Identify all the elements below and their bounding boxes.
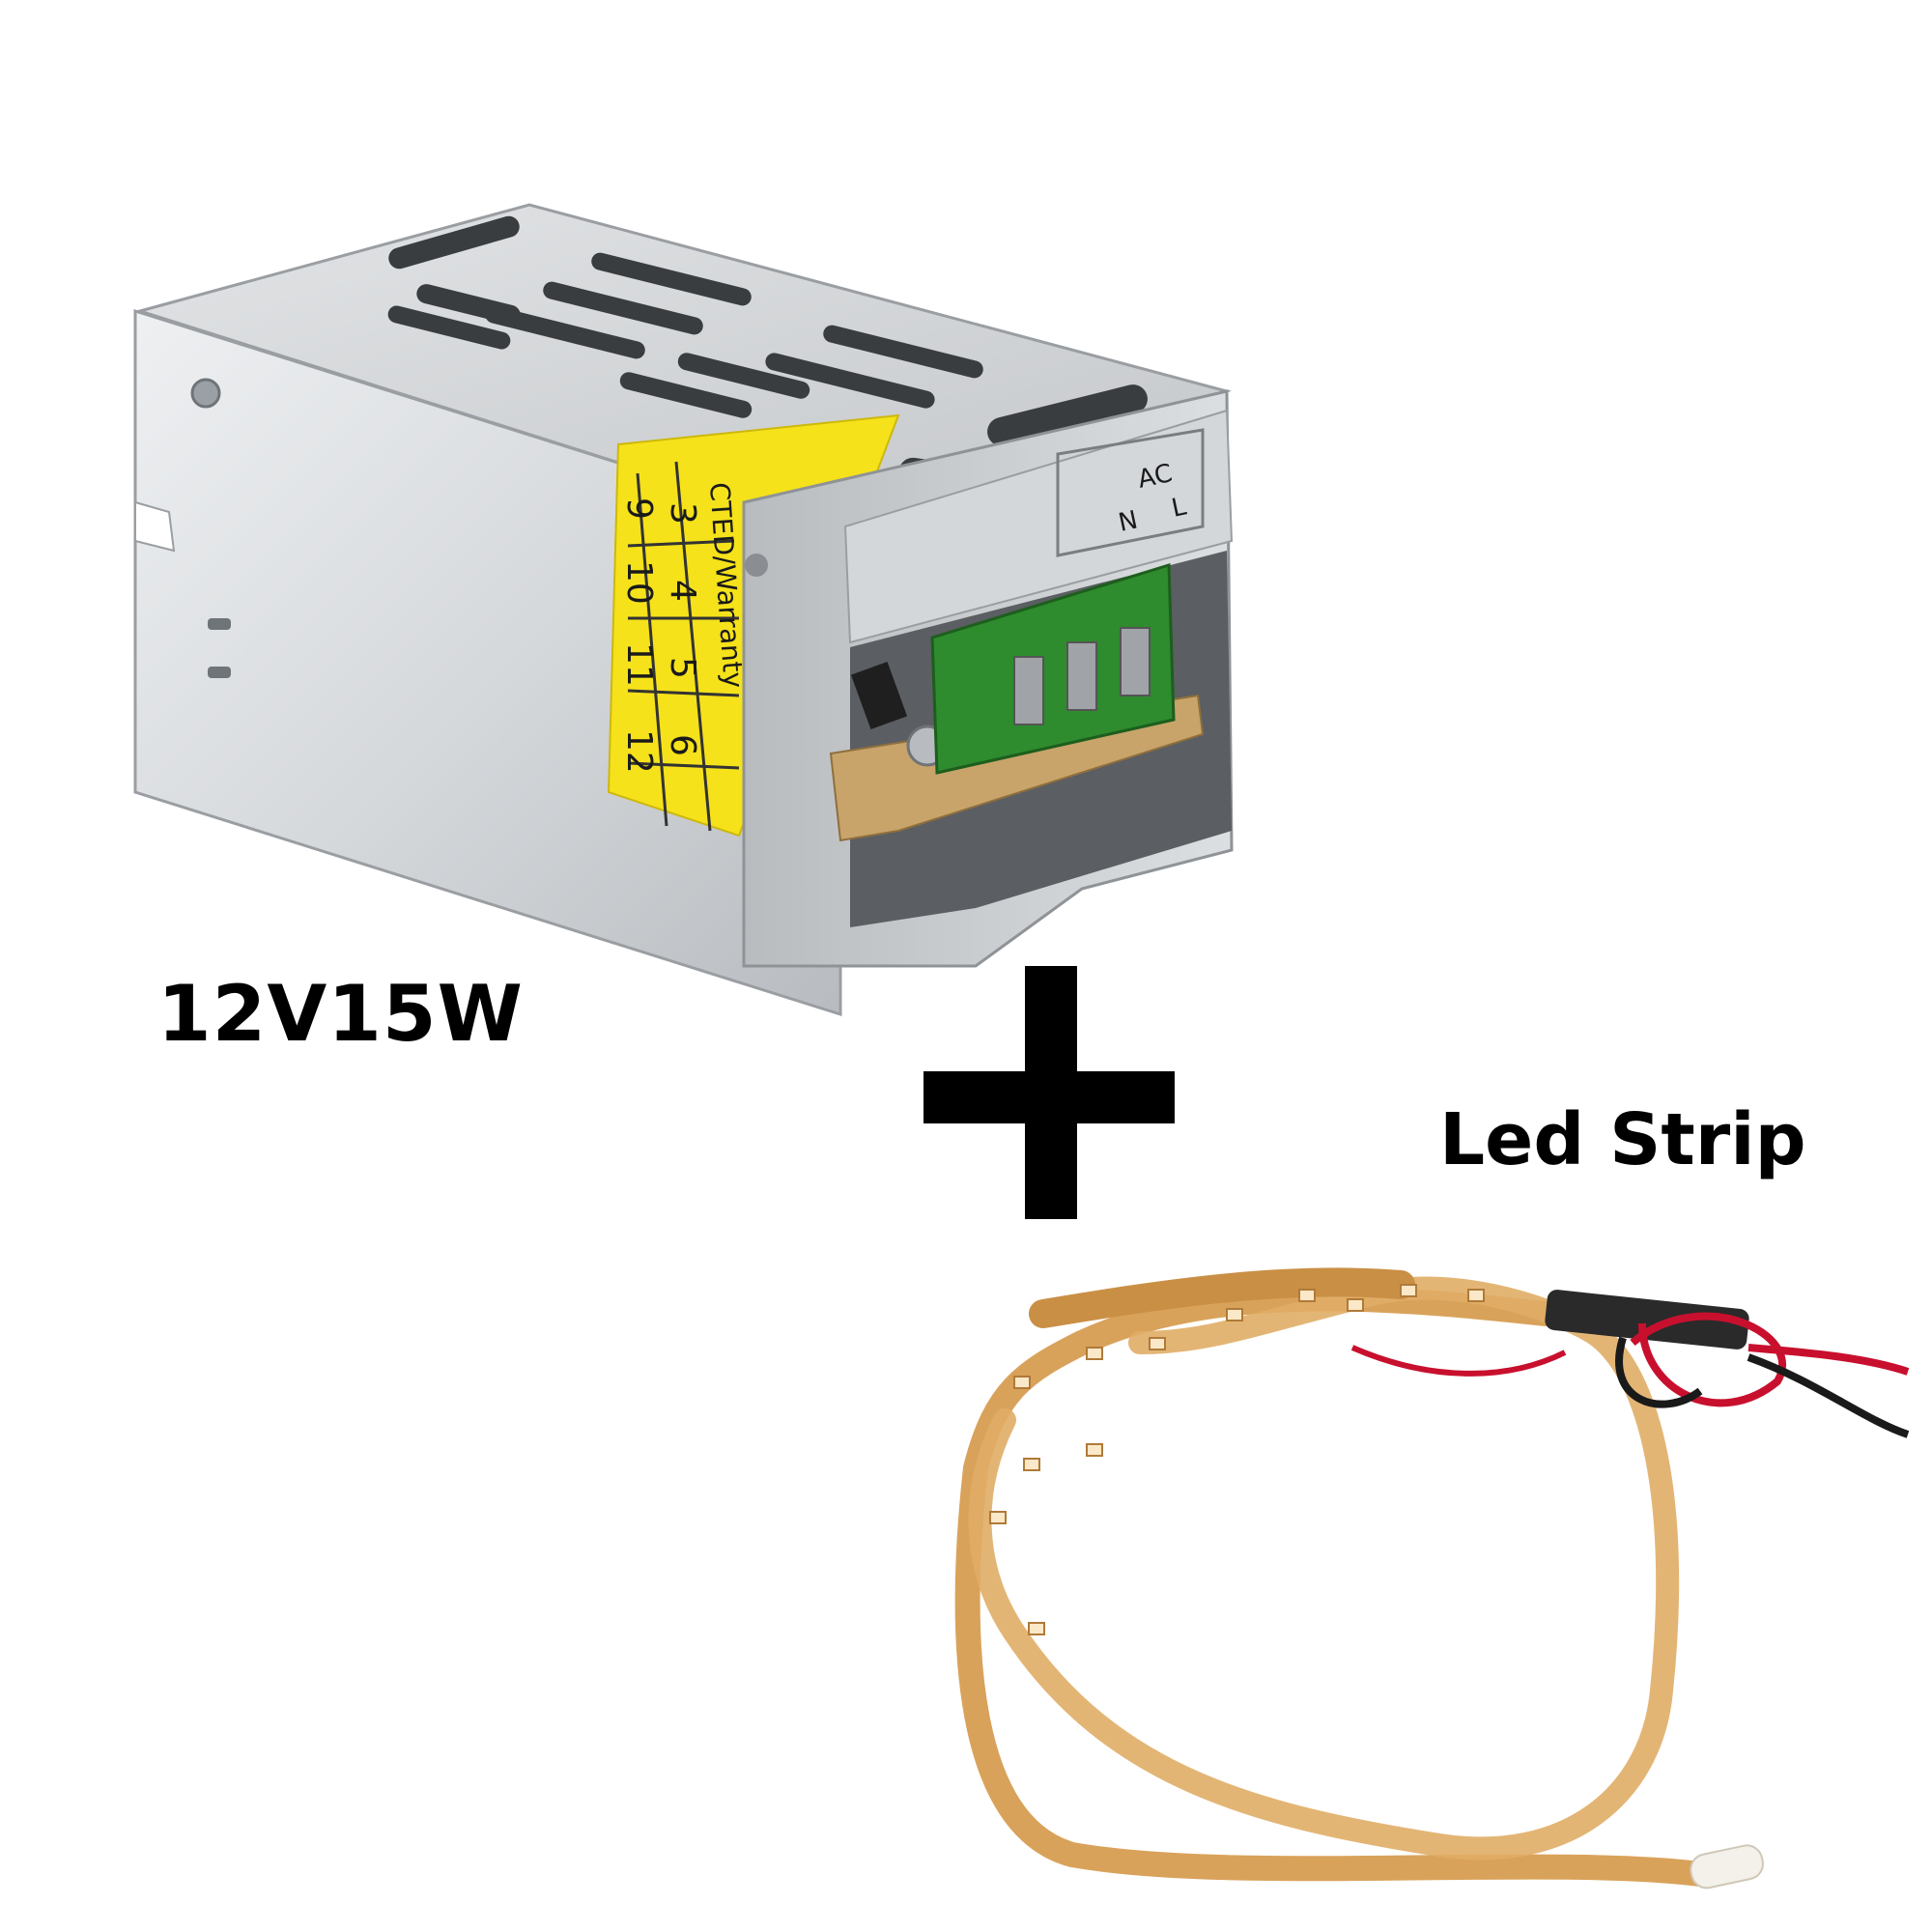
psu-side-notch: [134, 500, 176, 553]
svg-text:4: 4: [663, 580, 702, 602]
plus-sign-vertical-bar: [1025, 966, 1077, 1219]
led-strip-caption: Led Strip: [1439, 1098, 1806, 1181]
led-strip-inner-loop: [968, 1276, 1680, 1861]
terminal-block: [930, 562, 1176, 775]
terminal-marking-box: AC N L: [1056, 428, 1205, 557]
svg-text:11: 11: [619, 642, 659, 687]
led-strip-connector: [1545, 1290, 1749, 1350]
svg-text:10: 10: [619, 560, 659, 605]
svg-text:3: 3: [663, 502, 702, 525]
svg-text:L: L: [1169, 492, 1189, 523]
led-chips: [989, 1284, 1485, 1635]
svg-text:6: 6: [663, 734, 702, 756]
led-strip-end-cap: [1690, 1844, 1764, 1889]
svg-text:5: 5: [663, 657, 702, 679]
svg-text:9: 9: [619, 497, 659, 520]
svg-text:12: 12: [619, 729, 659, 774]
svg-text:AC: AC: [1135, 459, 1175, 495]
led-strip-red-wire: [1630, 1312, 1910, 1407]
power-supply-caption: 12V15W: [157, 969, 524, 1059]
led-strip-outer-loop: [954, 1286, 1713, 1887]
led-strip-black-wire: [1615, 1336, 1910, 1438]
psu-screw-hole: [190, 378, 221, 409]
warranty-grid-row-2: 9 10 11 12: [619, 497, 659, 774]
warranty-grid-row-1: 3 4 5 6: [663, 502, 702, 756]
